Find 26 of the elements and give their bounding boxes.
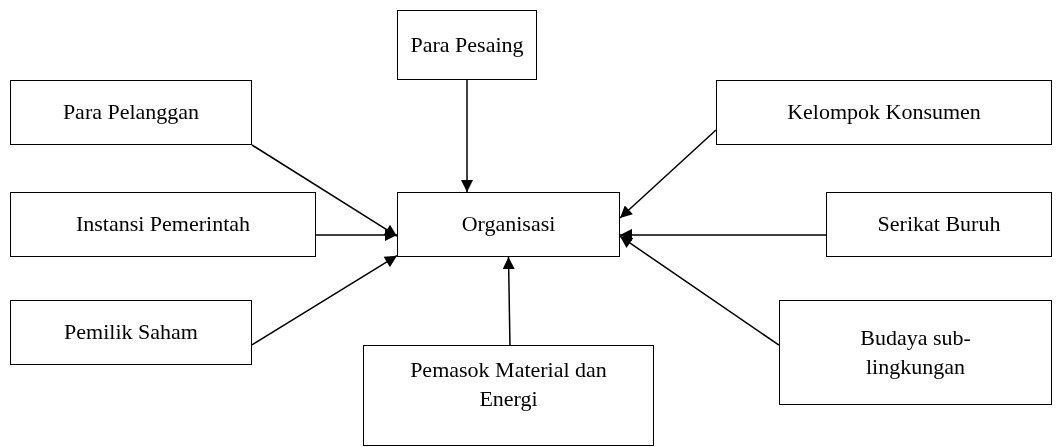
box-label: Organisasi [461,210,556,239]
arrow [619,129,717,219]
text-box [10,192,316,257]
box-label: Instansi Pemerintah [75,210,251,239]
box-label: Kelompok Konsumen [787,98,981,127]
box-label: Budaya sub-lingkungan [859,323,972,381]
arrow [502,256,515,346]
box-label: Serikat Buruh [877,210,1001,239]
text-box [779,300,1052,405]
arrow [461,79,473,193]
text-box [826,192,1052,257]
text-box [397,10,537,80]
text-box [10,80,252,145]
box-label: Pemilik Saham [64,318,198,347]
arrow [251,254,398,346]
arrow [315,228,398,241]
box-label: Para Pesaing [410,30,524,59]
box-label: Pemasok Material dan Energi [409,356,608,413]
text-box [363,345,654,446]
text-box [716,80,1052,145]
text-box [10,300,252,365]
arrow [619,228,827,241]
box-label: Para Pelanggan [62,98,200,127]
text-box [397,192,620,257]
arrow [619,235,780,346]
arrow [251,144,398,237]
